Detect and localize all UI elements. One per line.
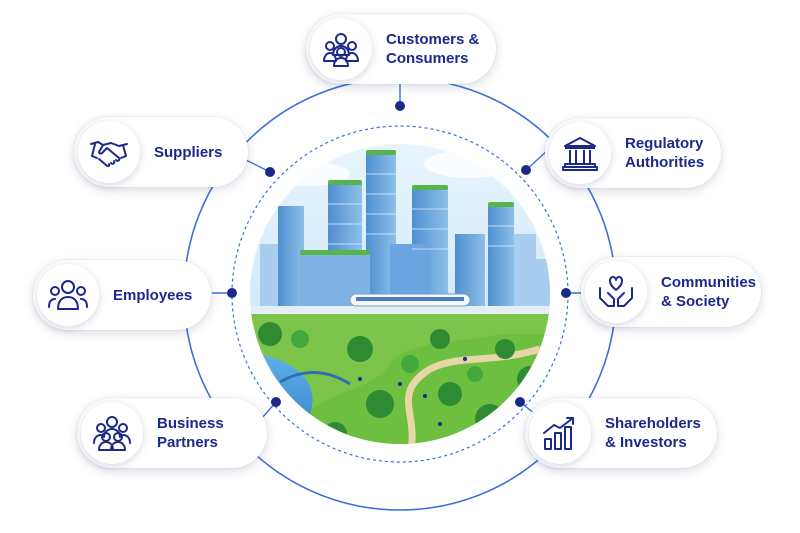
- stakeholder-label-shareholders: Shareholders & Investors: [605, 415, 701, 451]
- node-dot-communities: [561, 288, 571, 298]
- stakeholder-card-suppliers: Suppliers: [74, 117, 248, 187]
- stakeholder-card-shareholders: Shareholders & Investors: [525, 398, 717, 468]
- stakeholder-label-employees: Employees: [113, 286, 193, 304]
- group-people-icon: [81, 402, 143, 464]
- stakeholder-label-regulatory: Regulatory Authorities: [625, 135, 705, 171]
- stakeholder-label-partners: Business Partners: [157, 415, 224, 451]
- stakeholder-card-regulatory: Regulatory Authorities: [545, 118, 721, 188]
- node-dot-suppliers: [265, 167, 275, 177]
- city-park-illustration: [250, 144, 550, 444]
- stakeholder-label-communities: Communities & Society: [661, 274, 757, 310]
- stakeholder-card-partners: Business Partners: [77, 398, 267, 468]
- node-dot-employees: [227, 288, 237, 298]
- handshake-icon: [78, 121, 140, 183]
- growth-chart-icon: [529, 402, 591, 464]
- heart-hands-icon: [585, 261, 647, 323]
- node-dot-regulatory: [521, 165, 531, 175]
- people-group-icon: [310, 18, 372, 80]
- node-dot-partners: [271, 397, 281, 407]
- stakeholder-card-customers: Customers & Consumers: [306, 14, 496, 84]
- government-building-icon: [549, 122, 611, 184]
- stakeholder-card-communities: Communities & Society: [581, 257, 761, 327]
- stakeholder-card-employees: Employees: [33, 260, 211, 330]
- stakeholder-label-customers: Customers & Consumers: [386, 31, 480, 67]
- stakeholder-label-suppliers: Suppliers: [154, 143, 223, 161]
- node-dot-customers: [395, 101, 405, 111]
- employees-icon: [37, 264, 99, 326]
- node-dot-shareholders: [515, 397, 525, 407]
